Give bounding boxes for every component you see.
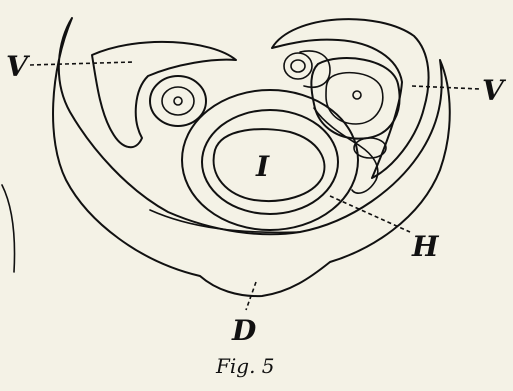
central-organ bbox=[181, 89, 359, 231]
left-v-structure bbox=[91, 40, 237, 148]
right-connective-tissue bbox=[313, 107, 379, 194]
leader-d bbox=[245, 281, 257, 311]
figure-caption: Fig. 5 bbox=[215, 354, 275, 378]
left-edge-outline bbox=[1, 184, 16, 273]
label-d: D bbox=[231, 314, 257, 347]
right-v-structure bbox=[271, 18, 430, 179]
label-i: I bbox=[255, 150, 270, 183]
left-small-organ bbox=[149, 75, 207, 127]
right-organ bbox=[310, 57, 401, 140]
label-v-left: V bbox=[6, 50, 31, 83]
small-nodule bbox=[353, 137, 387, 159]
upper-small-lobes bbox=[283, 50, 331, 88]
inner-basal-line bbox=[149, 209, 301, 234]
outer-body-outline bbox=[52, 17, 451, 298]
leader-v-left bbox=[29, 61, 135, 66]
label-v-right: V bbox=[482, 74, 507, 107]
leader-v-right bbox=[411, 85, 481, 90]
label-h: H bbox=[411, 230, 440, 263]
leader-h bbox=[329, 195, 411, 233]
